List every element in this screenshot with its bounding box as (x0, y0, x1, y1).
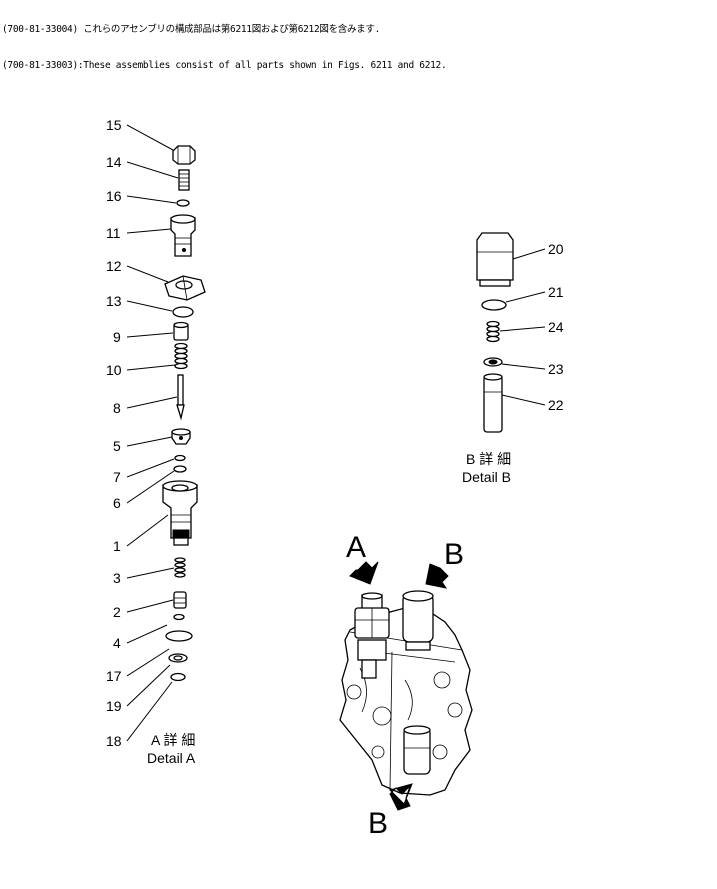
callout-18: 18 (106, 733, 122, 749)
part-15-nut (172, 145, 196, 165)
callout-6: 6 (113, 495, 121, 511)
callout-21: 21 (548, 284, 564, 300)
valve-assembly: A B B (339, 531, 473, 840)
callout-24: 24 (548, 319, 564, 335)
part-4-washer (173, 613, 185, 621)
part-13-o-ring (172, 306, 194, 318)
part-24-spring (486, 320, 500, 343)
arrow-a-icon (349, 561, 379, 585)
part-11-body (170, 214, 196, 257)
callout-15: 15 (106, 117, 122, 133)
callout-2: 2 (113, 604, 121, 620)
part-21-o-ring (481, 299, 507, 311)
part-22-spool (483, 373, 503, 433)
callout-3: 3 (113, 570, 121, 586)
part-20-plug (476, 232, 514, 287)
callout-7: 7 (113, 469, 121, 485)
detail-b-caption-en: Detail B (462, 469, 511, 485)
callout-4: 4 (113, 635, 121, 651)
callout-1: 1 (113, 538, 121, 554)
assembly-plug-b-bottom (403, 725, 431, 775)
callout-19: 19 (106, 698, 122, 714)
callout-5: 5 (113, 438, 121, 454)
callout-16: 16 (106, 188, 122, 204)
part-5-seat (171, 428, 191, 445)
assembly-valve-a (354, 592, 390, 679)
header-note: (700-81-33004) これらのアセンブリの構成部品は第6211図および第… (2, 0, 447, 84)
part-17-washer (168, 653, 188, 663)
detail-a-group: 15 14 16 11 12 13 9 10 8 5 7 6 1 3 2 4 1… (106, 117, 206, 766)
callout-10: 10 (106, 362, 122, 378)
arrow-b-top-icon (425, 563, 449, 589)
assembly-label-a: A (346, 531, 366, 564)
callout-20: 20 (548, 241, 564, 257)
part-10-spring (174, 342, 188, 370)
part-4-o-ring (165, 630, 193, 642)
part-8-poppet (176, 374, 185, 421)
assembly-plug-b-top (402, 590, 434, 651)
part-6-ring (173, 465, 187, 473)
part-2-spool (173, 591, 187, 609)
arrow-b-bottom-icon (389, 783, 413, 811)
detail-a-caption-en: Detail A (147, 750, 196, 766)
callout-12: 12 (106, 258, 122, 274)
assembly-label-b-bottom: B (368, 807, 388, 840)
part-9-cap (173, 321, 189, 341)
callout-9: 9 (113, 329, 121, 345)
part-7-ring (174, 454, 186, 462)
assembly-label-b-top: B (444, 538, 464, 571)
part-23-washer (483, 357, 503, 367)
callout-14: 14 (106, 154, 122, 170)
callout-23: 23 (548, 361, 564, 377)
part-1-valve-body (162, 480, 198, 546)
detail-a-caption-jp: A 詳 細 (151, 732, 195, 748)
detail-b-caption-jp: B 詳 細 (466, 451, 511, 467)
part-12-lock-nut (164, 275, 206, 301)
part-19-o-ring (170, 672, 186, 682)
detail-a-leaders (126, 124, 179, 742)
callout-8: 8 (113, 400, 121, 416)
callout-22: 22 (548, 397, 564, 413)
header-line-japanese: (700-81-33004) これらのアセンブリの構成部品は第6211図および第… (2, 24, 380, 35)
part-14-screw (178, 169, 190, 191)
header-line-english: (700-81-33003):These assemblies consist … (2, 60, 447, 71)
detail-b-group: 20 21 24 23 22 B 詳 細 Detail B (462, 232, 564, 485)
callout-13: 13 (106, 293, 122, 309)
part-16-o-ring (176, 199, 190, 207)
callout-17: 17 (106, 668, 122, 684)
callout-11: 11 (106, 225, 121, 241)
part-3-spring (174, 557, 186, 578)
detail-b-leaders (499, 248, 546, 406)
